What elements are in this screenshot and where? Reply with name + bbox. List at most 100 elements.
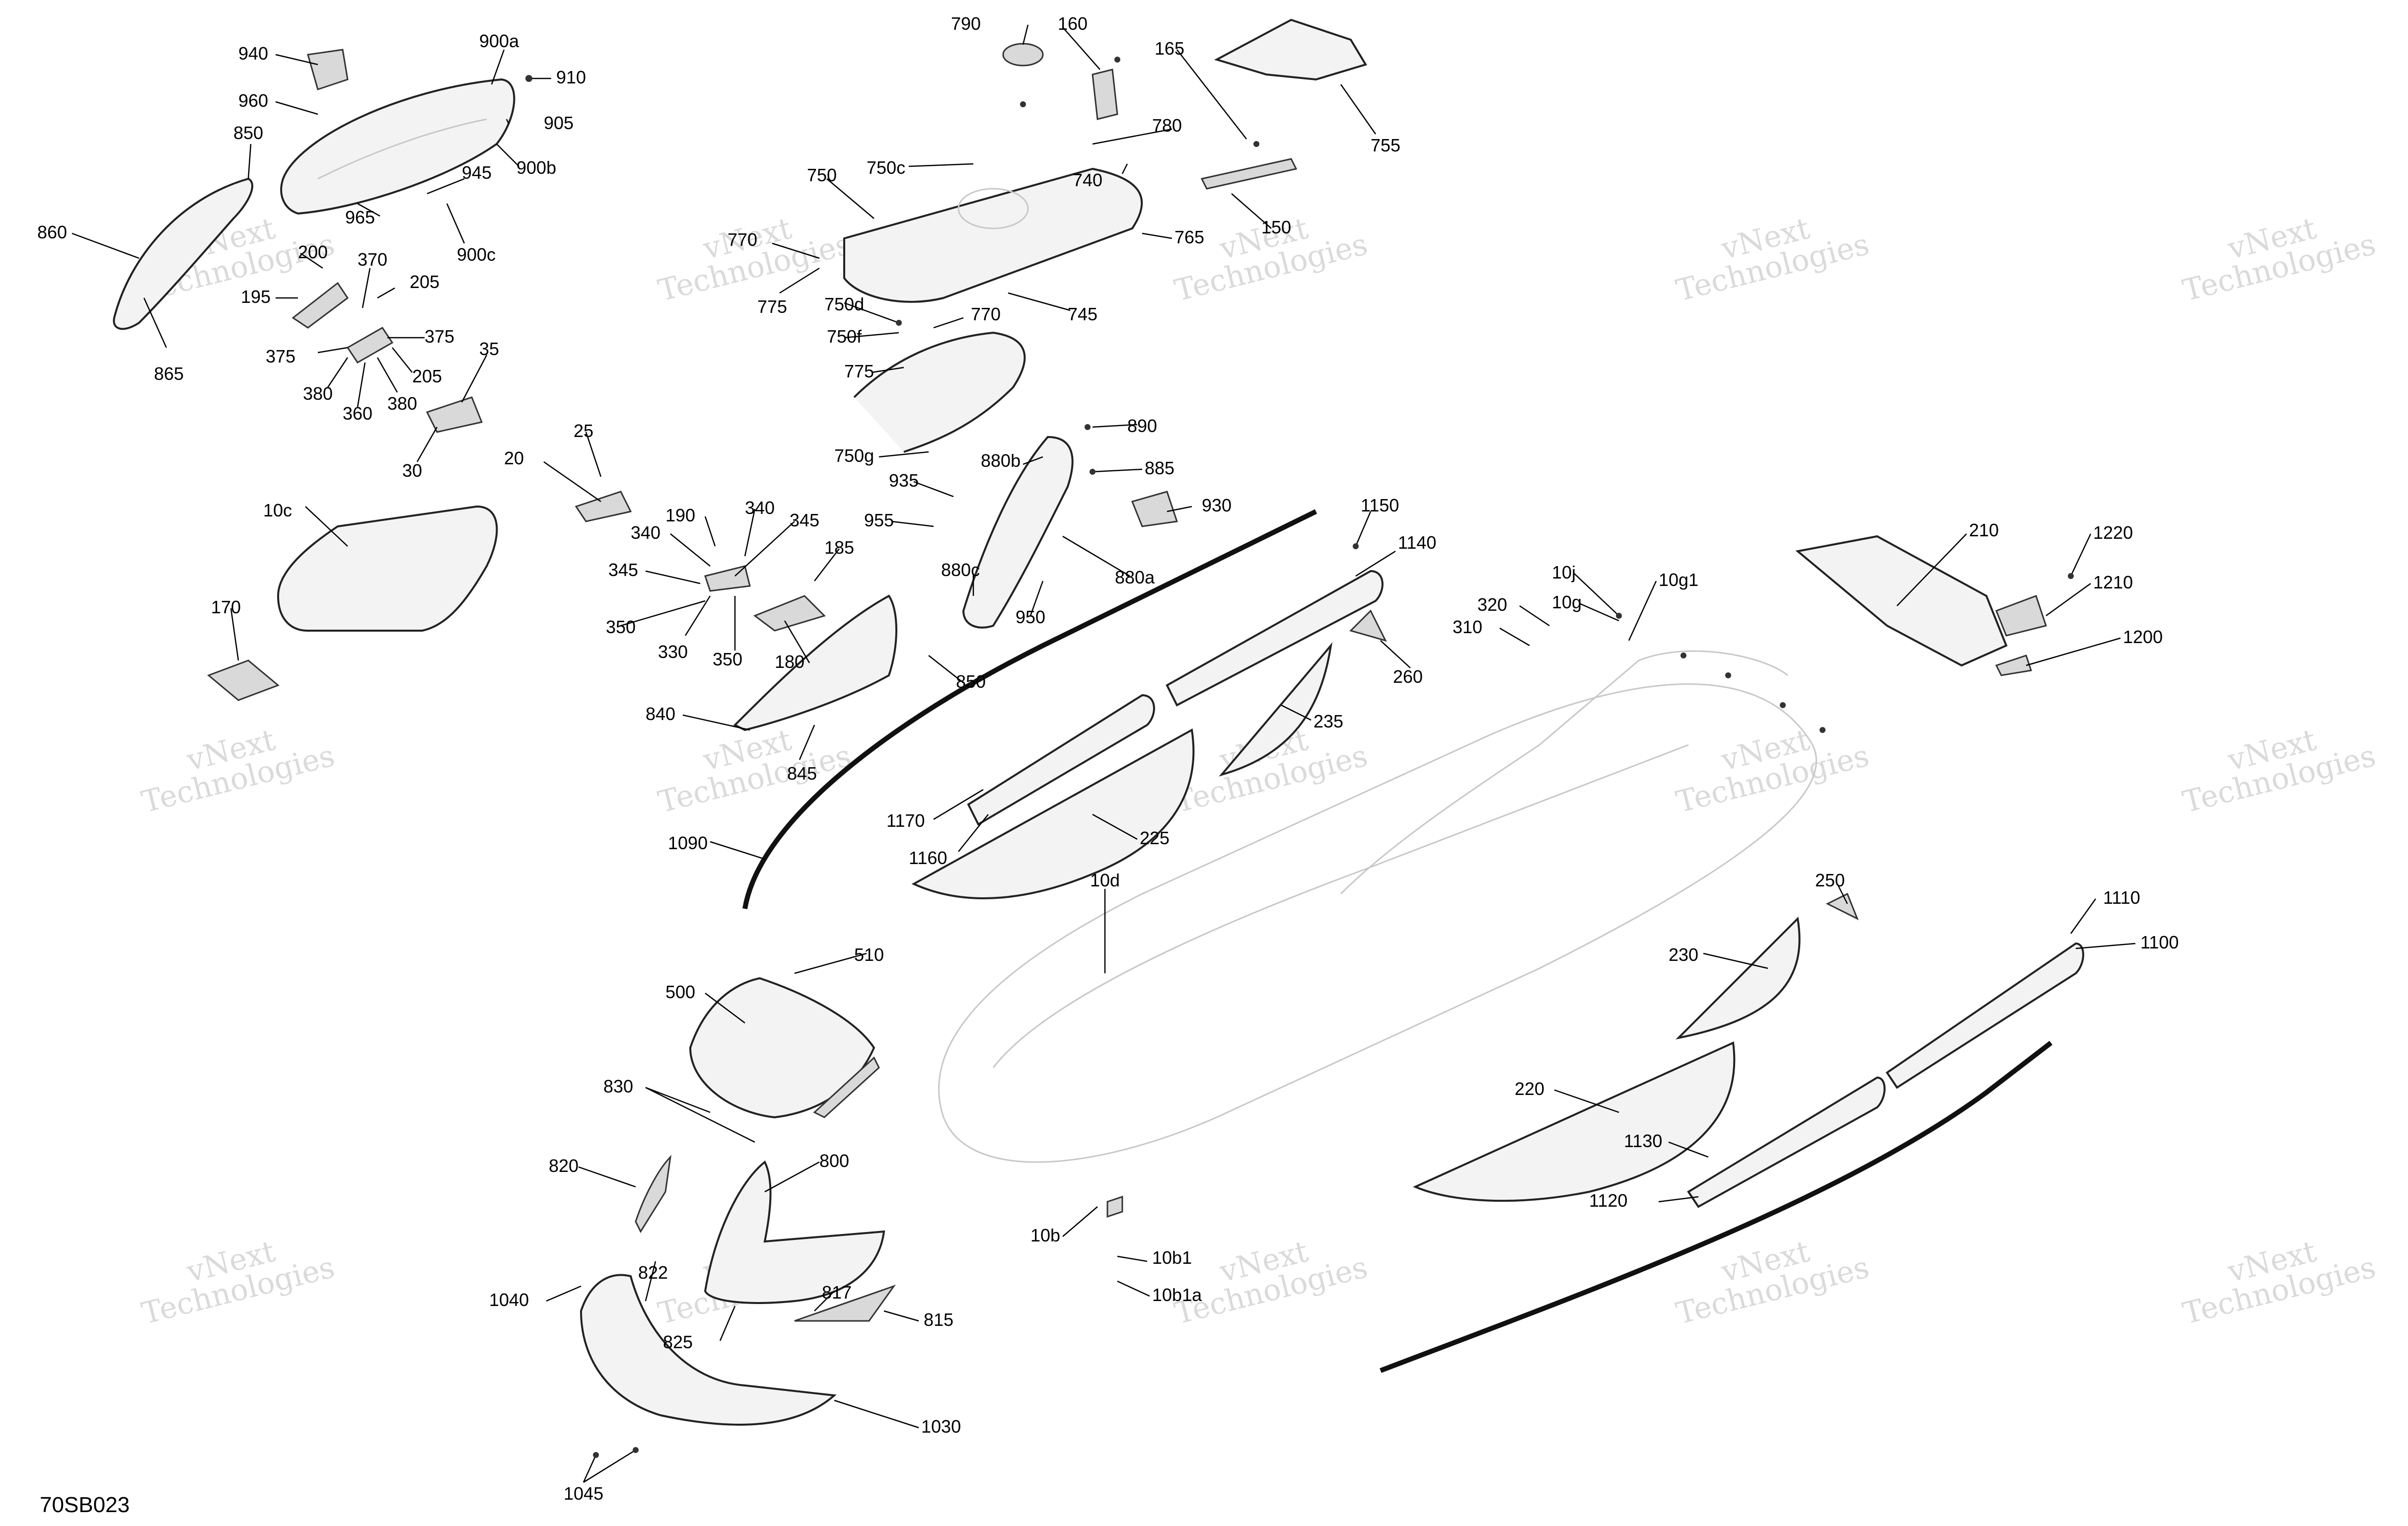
- part-bracket-160: [1092, 69, 1118, 120]
- watermark: vNext Technologies: [2180, 1234, 2379, 1331]
- callout-label: 900a: [479, 31, 519, 51]
- callout-label: 1210: [2093, 572, 2133, 592]
- callout-label: 765: [1174, 227, 1204, 247]
- part-trim-510: [813, 1056, 880, 1118]
- callout-label: 905: [544, 113, 574, 133]
- callout-label: 10g1: [1659, 570, 1698, 590]
- part-seal-775: [853, 331, 1026, 453]
- callout-label: 230: [1669, 945, 1698, 965]
- part-clip-20: [575, 491, 632, 522]
- callout-label: 160: [1058, 13, 1088, 34]
- callout-label: 195: [241, 287, 271, 307]
- callout-label: 955: [864, 510, 894, 530]
- callout-label: 880b: [981, 450, 1021, 471]
- callout-label: 350: [713, 649, 742, 669]
- callout-label: 930: [1202, 495, 1232, 515]
- callout-label: 1170: [886, 810, 925, 831]
- callout-label: 950: [1016, 607, 1045, 627]
- part-bracket-345: [704, 565, 751, 592]
- callout-label: 865: [154, 363, 184, 384]
- callout-label: 825: [663, 1332, 693, 1352]
- part-trim-225: [911, 728, 1195, 899]
- callout-label: 750c: [867, 157, 905, 178]
- callout-label: 185: [824, 537, 854, 558]
- callout-label: 10b: [1030, 1225, 1060, 1245]
- part-latch-30: [426, 396, 483, 433]
- callout-label: 340: [745, 498, 775, 518]
- callout-label: 750d: [824, 294, 864, 314]
- callout-label: 210: [1969, 520, 1999, 540]
- callout-label: 817: [822, 1282, 852, 1303]
- callout-label: 345: [608, 560, 638, 580]
- callout-label: 750f: [827, 326, 862, 347]
- part-console-880a: [962, 436, 1074, 629]
- leader-lines: [72, 24, 2136, 1483]
- part-cover-180: [753, 595, 826, 632]
- watermark-layer: vNext Technologies vNext Technologies vN…: [139, 211, 2379, 1331]
- callout-label: 1045: [564, 1483, 603, 1504]
- callout-label: 205: [410, 272, 439, 292]
- callout-label: 35: [479, 339, 499, 359]
- callout-label: 900c: [457, 244, 496, 265]
- part-trim-815: [794, 1285, 896, 1322]
- callout-label: 1030: [921, 1416, 961, 1437]
- callout-label: 1130: [1624, 1131, 1662, 1151]
- callout-label: 1110: [2103, 887, 2140, 908]
- callout-label: 360: [343, 403, 372, 424]
- callout-label: 910: [556, 67, 586, 87]
- callout-label: 965: [345, 207, 375, 227]
- callout-label: 775: [757, 296, 787, 317]
- callout-label: 900b: [516, 157, 556, 178]
- callout-label: 10g: [1552, 592, 1582, 612]
- callout-label: 310: [1453, 617, 1482, 637]
- callout-label: 750: [807, 165, 837, 185]
- part-rail-1110: [1380, 1041, 2053, 1373]
- part-clip-250: [1825, 892, 1859, 921]
- callout-label: 380: [387, 393, 417, 414]
- callout-label: 1090: [668, 833, 708, 853]
- callout-label: 370: [358, 249, 387, 270]
- callout-label: 850: [956, 671, 986, 692]
- callout-label: 320: [1477, 594, 1507, 615]
- part-strip-150: [1200, 158, 1298, 190]
- callout-label: 775: [844, 361, 874, 381]
- callout-label: 740: [1073, 170, 1102, 190]
- callout-label: 945: [462, 162, 492, 183]
- callout-label: 1220: [2093, 522, 2133, 543]
- callout-label: 375: [266, 346, 295, 366]
- callout-label: 790: [951, 13, 981, 34]
- part-panel-840: [733, 594, 897, 731]
- callout-label: 30: [402, 460, 422, 481]
- watermark: vNext Technologies: [2180, 211, 2379, 308]
- callout-label: 1150: [1361, 495, 1399, 515]
- part-bracket-1210: [1995, 595, 2047, 637]
- callout-label: 800: [819, 1151, 849, 1171]
- part-latch-940: [307, 49, 349, 90]
- callout-label: 165: [1155, 38, 1184, 59]
- part-nose-500: [689, 977, 876, 1119]
- callout-label: 180: [775, 652, 804, 672]
- callout-label: 1160: [909, 848, 947, 868]
- part-storage-bin-900a: [280, 78, 515, 215]
- callout-label: 820: [549, 1156, 579, 1176]
- callout-label: 220: [1515, 1079, 1544, 1099]
- part-clip-10b: [1106, 1195, 1123, 1218]
- diagram-code: 70SB023: [40, 1493, 130, 1517]
- callout-label: 225: [1140, 828, 1169, 848]
- callout-label: 150: [1261, 217, 1291, 237]
- part-bumper-1040: [580, 1274, 837, 1426]
- part-clip-260: [1349, 609, 1387, 642]
- part-trim-220: [1413, 1041, 1736, 1202]
- part-mat-755: [1214, 18, 1368, 81]
- callout-label: 890: [1127, 416, 1157, 436]
- part-hinge-375: [346, 327, 394, 363]
- callout-label: 380: [303, 383, 333, 404]
- callout-label: 822: [638, 1262, 668, 1283]
- watermark: vNext Technologies: [139, 723, 338, 820]
- watermark: vNext Technologies: [1171, 1234, 1371, 1331]
- callout-label: 1100: [2140, 932, 2179, 952]
- watermark: vNext Technologies: [1673, 211, 1873, 308]
- callout-label: 205: [412, 366, 442, 386]
- part-light-800: [704, 1160, 885, 1304]
- callout-label: 1040: [489, 1290, 529, 1310]
